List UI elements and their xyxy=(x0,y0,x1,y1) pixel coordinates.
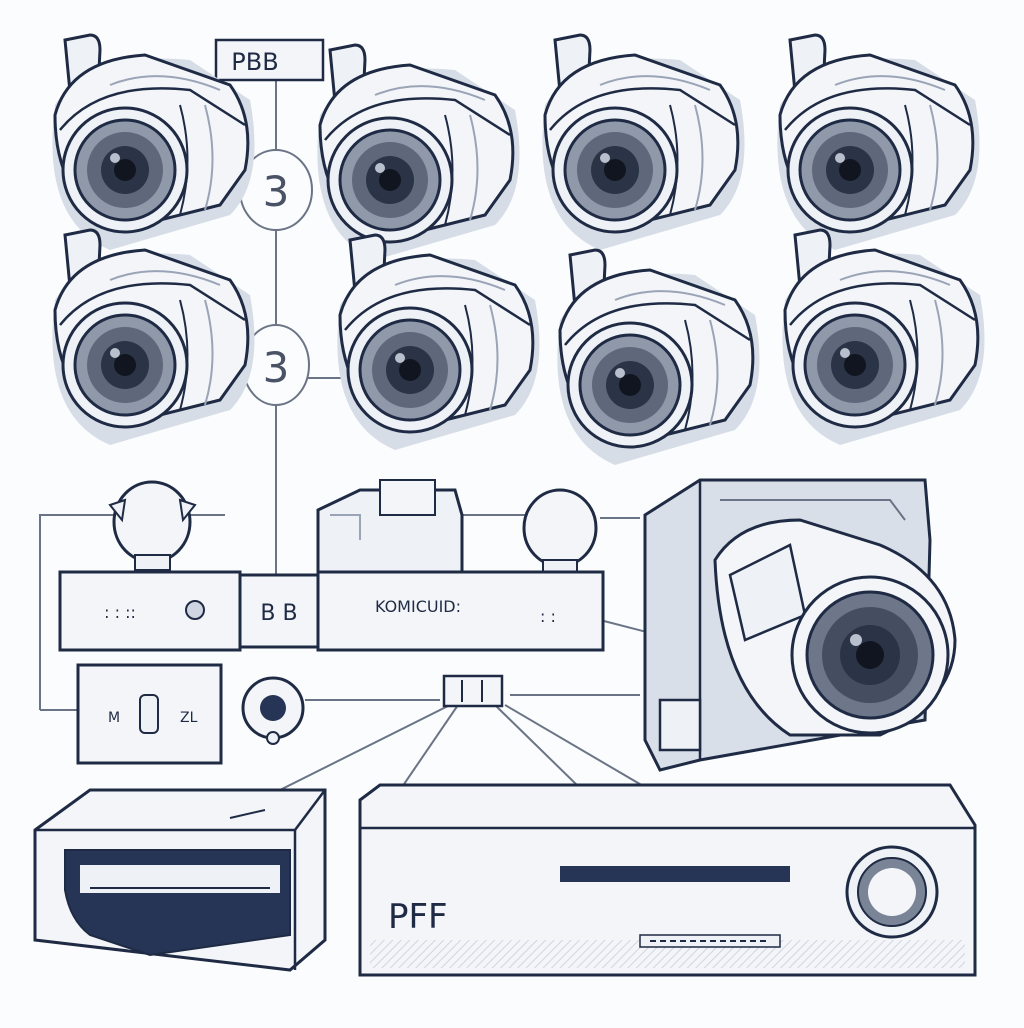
dome-camera-left xyxy=(108,480,197,571)
large-bullet-camera xyxy=(643,478,957,772)
encoder-box xyxy=(316,479,464,577)
wiring xyxy=(39,78,671,811)
top-label-tag: PBB xyxy=(214,38,325,82)
hub-left-label: B B xyxy=(260,601,297,626)
signal-splitter xyxy=(442,674,504,708)
channel-badge-1-text: 3 xyxy=(263,167,290,216)
recorder-label: PFF xyxy=(388,897,448,937)
dome-camera-right xyxy=(522,488,598,573)
network-video-recorder: PFF xyxy=(358,783,977,977)
top-label-text: PBB xyxy=(231,48,278,76)
connector-port xyxy=(241,676,305,745)
svg-text:ZL: ZL xyxy=(180,710,198,726)
channel-badge-2-text: 3 xyxy=(263,343,290,392)
svg-text:: : ::: : : :: xyxy=(104,603,136,622)
switch-hub: : : :: B B KOMICUID: : : xyxy=(58,570,605,652)
control-panel: M ZL xyxy=(76,663,223,765)
hub-right-label: KOMICUID: xyxy=(375,597,461,616)
camera-5 xyxy=(50,228,256,447)
camera-8 xyxy=(780,228,986,447)
svg-text:M: M xyxy=(108,710,120,726)
camera-6 xyxy=(335,233,541,452)
camera-7 xyxy=(555,248,761,467)
camera-4 xyxy=(775,33,981,252)
camera-grid xyxy=(50,33,986,467)
camera-3 xyxy=(540,33,746,252)
svg-text:: :: : : xyxy=(540,607,556,626)
dvr-left xyxy=(33,788,327,972)
camera-2 xyxy=(315,43,521,262)
